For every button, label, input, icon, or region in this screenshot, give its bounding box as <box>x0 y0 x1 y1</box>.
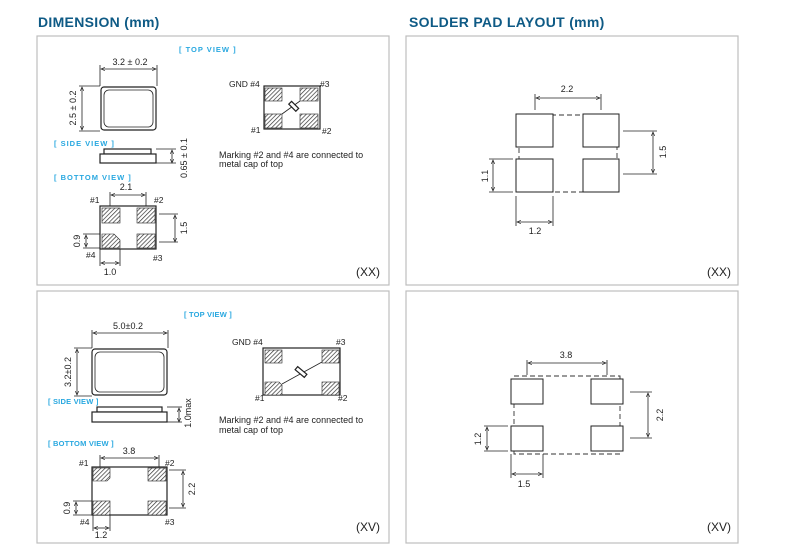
xx-pad-h-label: 0.9 <box>72 235 82 248</box>
xv-package-side-cap <box>96 406 163 413</box>
xv-height-label: 3.2±0.2 <box>63 357 73 387</box>
xx-pitch-y-label: 1.5 <box>179 222 189 235</box>
xx-pad-w-label: 1.0 <box>104 267 117 277</box>
xx-pad-1 <box>101 207 121 224</box>
xx-bottom-pin-2: #2 <box>154 195 164 205</box>
xx-package-top <box>100 86 157 131</box>
xx-package-side <box>99 153 157 164</box>
xv-pitch-x-label: 3.8 <box>123 446 136 456</box>
xx-pad-3 <box>136 233 156 249</box>
xv-thickness-label: 1.0max <box>183 398 193 428</box>
pad-xx-outline <box>518 114 618 193</box>
xx-top-pad-2 <box>299 113 319 129</box>
pad-xx-code: (XX) <box>707 265 731 279</box>
xv-bottom-pin-4: #4 <box>80 517 90 527</box>
pad-xx-pitch-y: 1.5 <box>658 146 668 159</box>
xv-bottom-view-label: [ BOTTOM VIEW ] <box>48 439 114 448</box>
pad-xv-code: (XV) <box>707 520 731 534</box>
xx-top-pin-1: #1 <box>251 125 261 135</box>
panel-pad-xx <box>405 35 739 286</box>
xx-top-pin-3: #3 <box>320 79 330 89</box>
xx-bottom-pin-1: #1 <box>90 195 100 205</box>
xx-note-line2: metal cap of top <box>219 159 283 169</box>
xv-bottom-pin-3: #3 <box>165 517 175 527</box>
pad-xx-br <box>582 158 620 193</box>
xx-top-pad-4 <box>264 87 283 102</box>
xx-top-view-label: [ TOP VIEW ] <box>179 45 237 54</box>
xx-height-label: 2.5 ± 0.2 <box>68 91 78 126</box>
xx-side-view-label: [ SIDE VIEW ] <box>54 139 115 148</box>
xv-pad-1 <box>92 467 111 482</box>
xx-bottom-pin-4: #4 <box>86 250 96 260</box>
xv-side-view-label: [ SIDE VIEW ] <box>48 397 99 406</box>
xv-crystal-icon <box>294 365 308 379</box>
xx-package-side-cap <box>103 148 152 155</box>
xv-package-top <box>91 348 168 396</box>
pad-xv-pitch-y: 2.2 <box>655 409 665 422</box>
xv-top-pad-4 <box>264 349 283 364</box>
pad-xx-pad-w: 1.2 <box>529 226 542 236</box>
xv-pad-h-label: 0.9 <box>62 502 72 515</box>
pad-xv-br <box>590 425 624 452</box>
pad-xv-bl <box>510 425 544 452</box>
xv-pitch-y-label: 2.2 <box>187 483 197 496</box>
xx-bottom-view-label: [ BOTTOM VIEW ] <box>54 173 132 182</box>
xx-top-pad-1 <box>264 113 283 129</box>
xx-dimension-group: [ TOP VIEW ] 3.2 ± 0.2 2.5 ± 0.2 [ SIDE … <box>54 45 380 279</box>
xv-note-line2: metal cap of top <box>219 425 283 435</box>
pad-xv-pad-w: 1.5 <box>518 479 531 489</box>
pad-xv-tl <box>510 378 544 405</box>
pad-xx-tr <box>582 113 620 148</box>
pad-xv-tr <box>590 378 624 405</box>
pad-xv-outline <box>513 375 621 455</box>
xv-package-side <box>91 411 168 423</box>
pad-xv-pitch-x: 3.8 <box>560 350 573 360</box>
xv-pad-w-label: 1.2 <box>95 530 108 540</box>
xx-pad-4 <box>101 233 121 249</box>
pad-xx-tl <box>515 113 554 148</box>
pad-xx-bl <box>515 158 554 193</box>
xv-dimension-group: [ TOP VIEW ] 5.0±0.2 3.2±0.2 [ SIDE VIEW… <box>48 310 380 540</box>
xv-note-line1: Marking #2 and #4 are connected to <box>219 415 363 425</box>
solder-pad-heading: SOLDER PAD LAYOUT (mm) <box>409 14 605 30</box>
xx-top-pad-3 <box>299 87 319 102</box>
xv-pad-3 <box>147 500 167 516</box>
xx-bottom-pin-3: #3 <box>153 253 163 263</box>
pad-xx-pitch-x: 2.2 <box>561 84 574 94</box>
xx-gnd-label: GND #4 <box>229 79 260 89</box>
xv-top-pad-2 <box>321 381 340 396</box>
dimension-heading: DIMENSION (mm) <box>38 14 160 30</box>
xv-top-pin-3: #3 <box>336 337 346 347</box>
xx-code-label: (XX) <box>356 265 380 279</box>
xx-thickness-label: 0.65 ± 0.1 <box>179 138 189 178</box>
xv-bottom-pin-2: #2 <box>165 458 175 468</box>
xx-top-pin-2: #2 <box>322 126 332 136</box>
xx-note-line1: Marking #2 and #4 are connected to <box>219 150 363 160</box>
xv-pad-4 <box>92 500 111 516</box>
xv-top-pad-1 <box>264 381 283 396</box>
xv-width-label: 5.0±0.2 <box>113 321 143 331</box>
xx-width-label: 3.2 ± 0.2 <box>113 57 148 67</box>
xv-code-label: (XV) <box>356 520 380 534</box>
xx-pitch-x-label: 2.1 <box>120 182 133 192</box>
panel-dimension-xx <box>36 35 390 286</box>
panel-pad-xv <box>405 290 739 544</box>
xx-crystal-icon <box>287 100 300 113</box>
xv-top-pad-3 <box>321 349 340 364</box>
xv-top-view-label: [ TOP VIEW ] <box>184 310 232 319</box>
pad-layout-xx: 2.2 1.5 1.1 1.2 (XX) <box>480 84 731 279</box>
xx-pad-2 <box>136 207 156 224</box>
pad-xx-pad-h: 1.1 <box>480 170 490 183</box>
xv-top-pin-1: #1 <box>255 393 265 403</box>
xv-top-pin-2: #2 <box>338 393 348 403</box>
xv-bottom-pin-1: #1 <box>79 458 89 468</box>
pad-layout-xv: 3.8 2.2 1.2 1.5 (XV) <box>473 350 731 534</box>
pad-xv-pad-h: 1.2 <box>473 433 483 446</box>
xv-gnd-label: GND #4 <box>232 337 263 347</box>
xv-pad-2 <box>147 467 167 482</box>
